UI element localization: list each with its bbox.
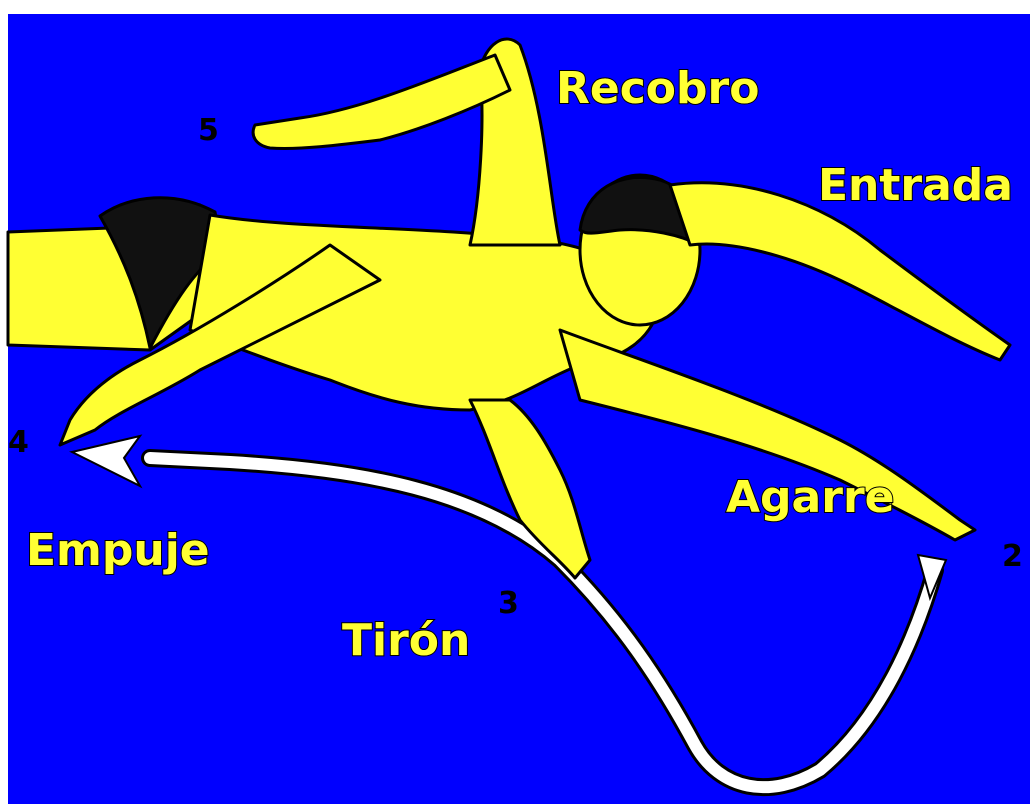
number-5: 5 — [198, 113, 219, 148]
label-agarre: Agarre — [726, 472, 894, 523]
number-4: 4 — [8, 425, 29, 460]
label-recobro: Recobro — [556, 63, 759, 114]
number-2: 2 — [1002, 539, 1023, 574]
label-empuje: Empuje — [26, 525, 210, 576]
label-entrada: Entrada — [818, 160, 1013, 211]
number-3: 3 — [498, 586, 519, 621]
label-tiron: Tirón — [342, 615, 470, 666]
